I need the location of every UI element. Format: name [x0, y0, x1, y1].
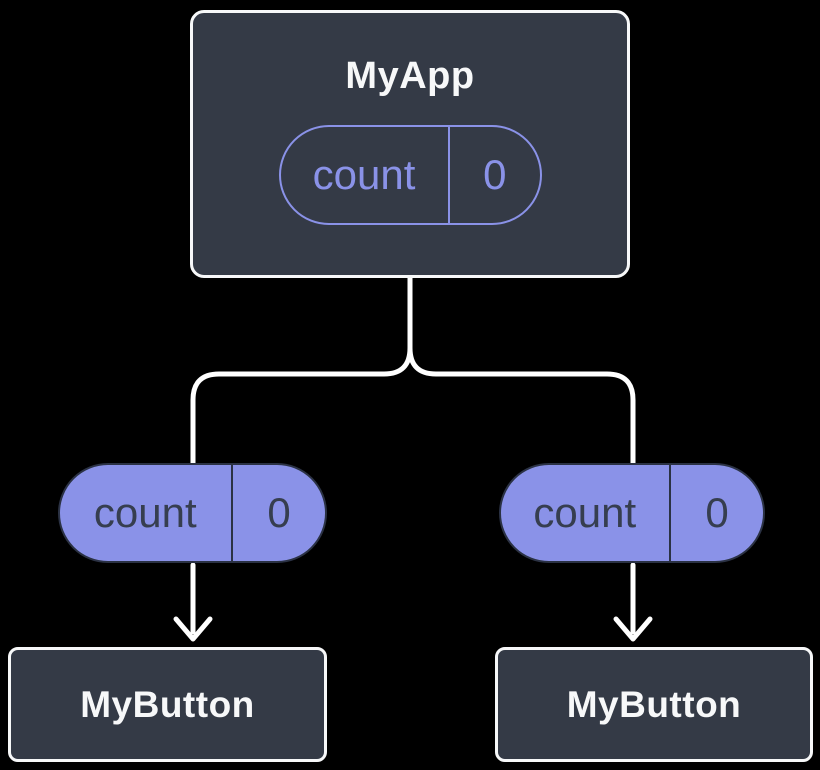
tree-branch-left	[190, 345, 413, 466]
pill-divider	[447, 127, 450, 223]
prop-pill-right: count 0	[499, 463, 765, 563]
tree-branch-right	[407, 345, 636, 466]
state-name-label: count	[312, 151, 416, 198]
prop-name-label: count	[93, 489, 197, 536]
root-state-pill: count 0	[278, 125, 542, 225]
component-node-myapp: MyApp count 0	[190, 10, 630, 278]
pill-divider	[230, 465, 233, 561]
component-node-mybutton-right: MyButton	[495, 647, 813, 762]
state-value-label: 0	[483, 151, 507, 198]
mybutton-title: MyButton	[566, 684, 742, 725]
pill-divider	[668, 465, 671, 561]
arrow-left-head	[173, 616, 213, 642]
myapp-title: MyApp	[345, 55, 475, 97]
prop-value-label: 0	[267, 489, 291, 536]
arrow-right-head	[613, 616, 653, 642]
prop-value-label: 0	[705, 489, 729, 536]
mybutton-title: MyButton	[80, 684, 255, 725]
prop-pill-left: count 0	[58, 463, 327, 563]
component-node-mybutton-left: MyButton	[8, 647, 327, 762]
prop-name-label: count	[533, 489, 637, 536]
